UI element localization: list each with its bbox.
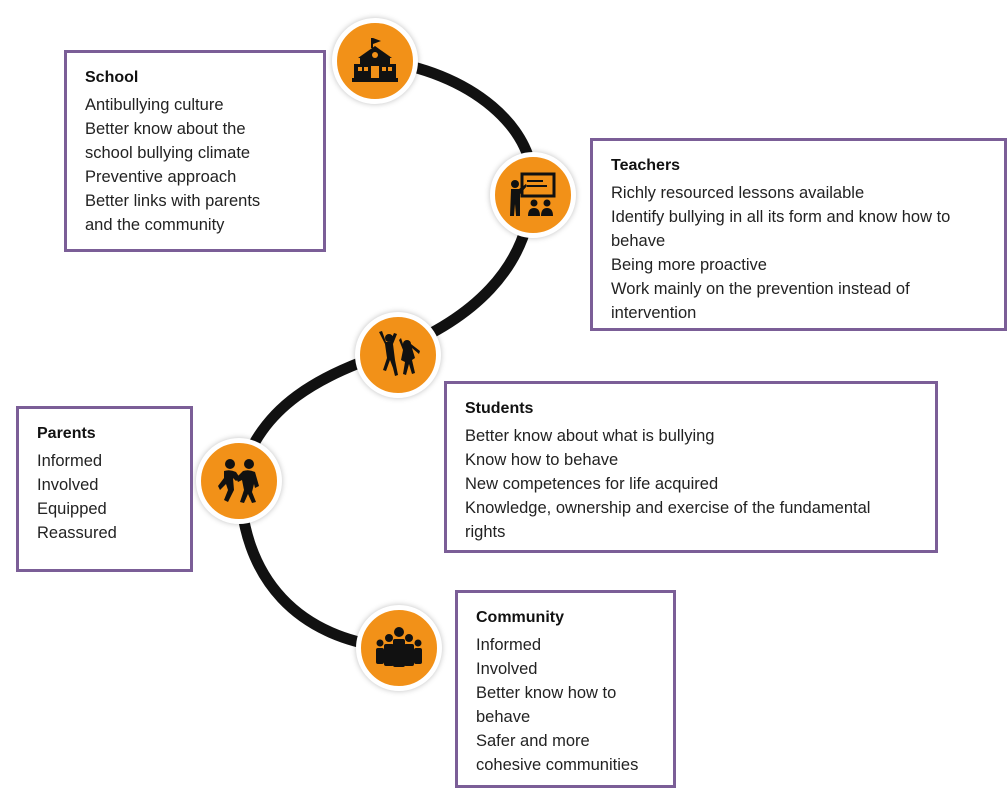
list-item: Better know about the: [85, 120, 246, 138]
list-item: Work mainly on the prevention instead of: [611, 280, 910, 298]
list-item: Informed: [476, 636, 542, 654]
school-items: Antibullying culture Better know about t…: [85, 93, 307, 237]
list-item: Better know about what is bullying: [465, 427, 715, 445]
school-building-icon: [352, 38, 398, 82]
list-item: intervention: [611, 304, 697, 322]
list-item: Know how to behave: [465, 451, 619, 469]
list-item: behave: [611, 232, 666, 250]
teacher-board-icon: [510, 172, 556, 216]
list-item: behave: [476, 708, 531, 726]
students-items: Better know about what is bullying Know …: [465, 424, 919, 544]
list-item: school bullying climate: [85, 144, 251, 162]
school-card: School Antibullying culture Better know …: [64, 50, 326, 252]
list-item: Preventive approach: [85, 168, 237, 186]
list-item: Identify bullying in all its form and kn…: [611, 208, 951, 226]
list-item: Antibullying culture: [85, 96, 224, 114]
list-item: Safer and more: [476, 732, 590, 750]
list-item: Equipped: [37, 500, 107, 518]
list-item: Knowledge, ownership and exercise of the…: [465, 499, 871, 517]
teachers-items: Richly resourced lessons available Ident…: [611, 181, 988, 325]
list-item: Better know how to: [476, 684, 617, 702]
community-items: Informed Involved Better know how to beh…: [476, 633, 657, 777]
list-item: rights: [465, 523, 506, 541]
teachers-card: Teachers Richly resourced lessons availa…: [590, 138, 1007, 331]
school-title: School: [85, 69, 139, 86]
teachers-circle: [490, 152, 576, 238]
list-item: New competences for life acquired: [465, 475, 719, 493]
parents-circle: [196, 438, 282, 524]
parents-embrace-icon: [218, 459, 259, 503]
teachers-title: Teachers: [611, 157, 681, 174]
parents-title: Parents: [37, 425, 96, 442]
list-item: Involved: [476, 660, 538, 678]
community-card: Community Informed Involved Better know …: [455, 590, 676, 788]
students-card: Students Better know about what is bully…: [444, 381, 938, 553]
school-circle: [332, 18, 418, 104]
list-item: Being more proactive: [611, 256, 767, 274]
parents-items: Informed Involved Equipped Reassured: [37, 449, 174, 545]
community-title: Community: [476, 609, 564, 626]
list-item: and the community: [85, 216, 225, 234]
students-jumping-icon: [379, 331, 420, 376]
community-group-icon: [376, 627, 422, 667]
list-item: Informed: [37, 452, 103, 470]
list-item: Reassured: [37, 524, 117, 542]
list-item: Better links with parents: [85, 192, 261, 210]
list-item: Richly resourced lessons available: [611, 184, 865, 202]
community-circle: [356, 605, 442, 691]
students-title: Students: [465, 400, 534, 417]
students-circle: [355, 312, 441, 398]
list-item: cohesive communities: [476, 756, 639, 774]
list-item: Involved: [37, 476, 99, 494]
parents-card: Parents Informed Involved Equipped Reass…: [16, 406, 193, 572]
